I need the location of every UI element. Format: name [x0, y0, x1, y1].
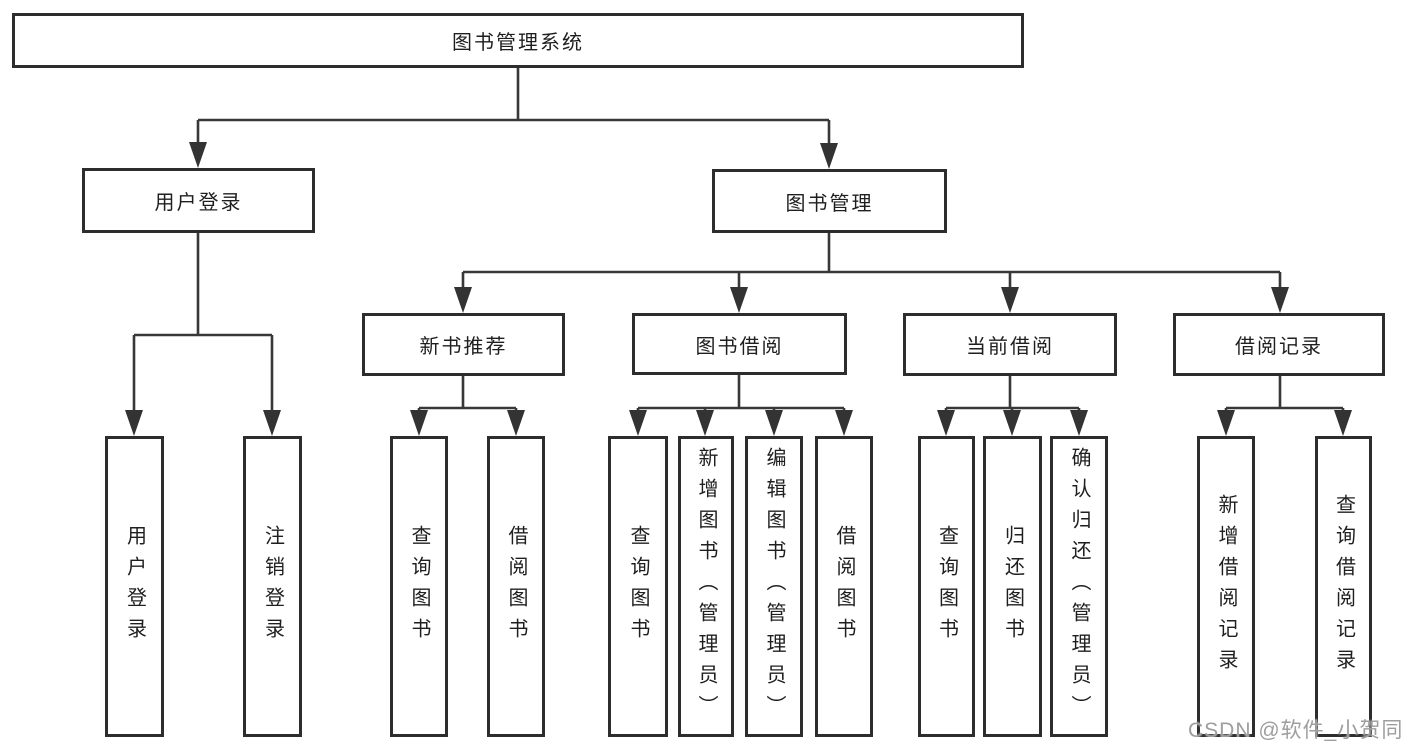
connector-current-borrow-children [937, 376, 1088, 436]
leaf-user-login: 用户登录 [105, 436, 164, 737]
arrow-down-icon [1001, 287, 1019, 313]
node-book-management: 图书管理 [712, 169, 947, 233]
watermark: CSDN @软件_小贺同学 [1188, 719, 1404, 742]
leaf-add-borrow-record: 新增借阅记录 [1197, 436, 1255, 737]
leaf-borrow-books: 借阅图书 [487, 436, 545, 737]
connector-borrow-records-children [1217, 376, 1352, 436]
connector-book-borrow-children [629, 375, 853, 436]
arrow-down-icon [507, 410, 525, 436]
leaf-query-borrow-record: 查询借阅记录 [1315, 436, 1372, 737]
arrow-down-icon [454, 287, 472, 313]
arrow-down-icon [835, 410, 853, 436]
connector-line [196, 68, 831, 147]
leaf-return-books: 归还图书 [983, 436, 1042, 737]
node-current-borrow: 当前借阅 [903, 313, 1117, 376]
leaf-borrow-books-2: 借阅图书 [815, 436, 873, 737]
node-library-system: 图书管理系统 [12, 13, 1024, 68]
node-new-book-recommend: 新书推荐 [362, 313, 565, 376]
arrow-down-icon [1217, 410, 1235, 436]
arrow-down-icon [189, 142, 207, 168]
connector-user-login-children [125, 233, 281, 436]
connector-line [636, 375, 846, 414]
node-user-login: 用户登录 [82, 168, 315, 233]
connector-line [461, 233, 1282, 290]
connector-line [944, 376, 1081, 414]
leaf-edit-book-admin: 编辑图书（管理员） [745, 436, 803, 737]
arrow-down-icon [696, 410, 714, 436]
arrow-down-icon [629, 410, 647, 436]
leaf-add-book-admin: 新增图书（管理员） [678, 436, 734, 737]
node-borrow-records: 借阅记录 [1173, 313, 1385, 376]
connector-new-book-children [410, 376, 525, 436]
node-book-borrow: 图书借阅 [632, 313, 847, 375]
connector-line [1224, 376, 1345, 414]
connector-line [417, 376, 518, 414]
arrow-down-icon [1271, 287, 1289, 313]
leaf-query-books: 查询图书 [390, 436, 448, 737]
arrow-down-icon [765, 410, 783, 436]
arrow-down-icon [730, 287, 748, 313]
arrow-down-icon [1070, 410, 1088, 436]
arrow-down-icon [410, 410, 428, 436]
arrow-down-icon [125, 410, 143, 436]
arrow-down-icon [1334, 410, 1352, 436]
leaf-confirm-return-admin: 确认归还（管理员） [1050, 436, 1108, 737]
connector-root-to-branches [189, 68, 838, 169]
arrow-down-icon [1003, 410, 1021, 436]
leaf-query-books-2: 查询图书 [608, 436, 668, 737]
leaf-logout-login: 注销登录 [243, 436, 302, 737]
arrow-down-icon [263, 410, 281, 436]
arrow-down-icon [937, 410, 955, 436]
arrow-down-icon [820, 143, 838, 169]
connector-book-mgmt-sections [454, 233, 1289, 313]
connector-line [132, 233, 274, 412]
leaf-query-books-3: 查询图书 [918, 436, 975, 737]
